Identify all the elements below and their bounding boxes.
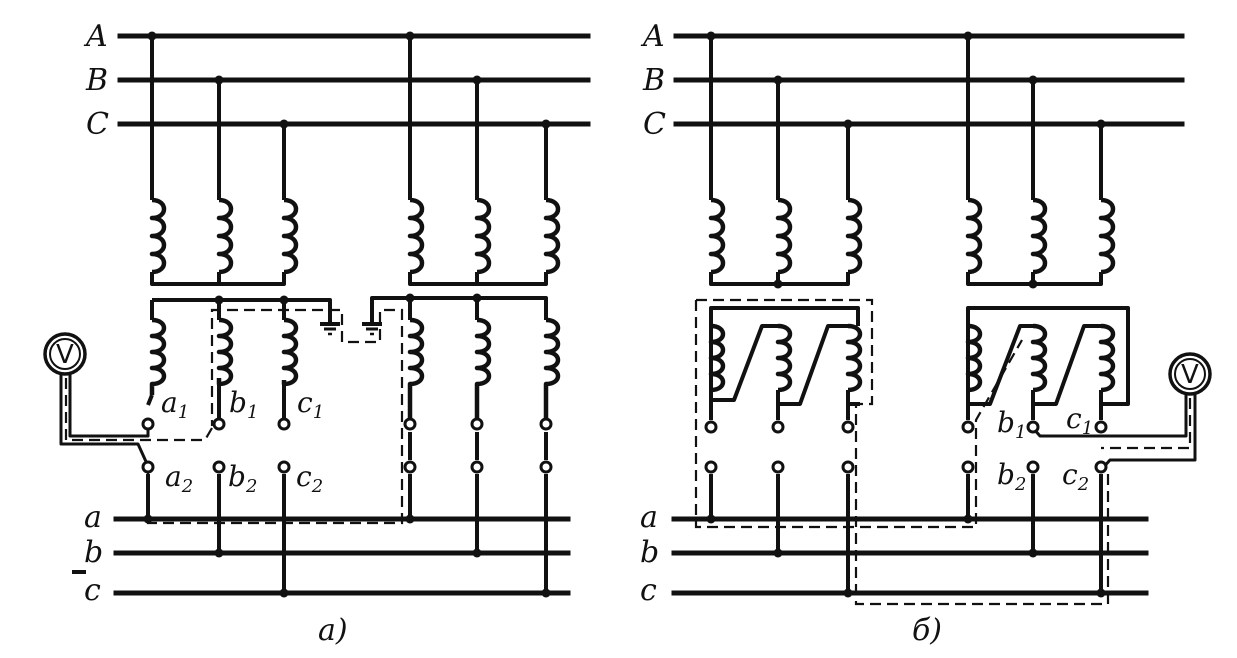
- label-a2: a2: [165, 460, 193, 497]
- voltmeter-label-b: V: [1181, 360, 1199, 390]
- label-c2-b: c2: [1062, 458, 1089, 495]
- transformer-2-primary: [407, 36, 561, 286]
- transformer-2-secondary: [362, 296, 561, 593]
- diagram-b: A B C a b c: [640, 19, 1212, 648]
- label-b1: b1: [229, 386, 258, 423]
- dashed-circuit-a: [146, 308, 404, 525]
- label-a1: a1: [161, 386, 189, 423]
- diagram-a: A B C a b c: [43, 19, 591, 648]
- transformer-1-primary: [149, 36, 299, 286]
- transformer-1-secondary-b: [708, 306, 863, 593]
- transformer-2-secondary-b: [965, 306, 1130, 593]
- dashed-circuit-b-1: [696, 298, 1110, 606]
- bus-label-C-b: C: [643, 107, 666, 142]
- transformer-1-primary-b: [708, 36, 863, 286]
- bus-label-b: b: [84, 535, 103, 570]
- bus-label-b-b: b: [640, 535, 659, 570]
- bus-label-c: c: [84, 573, 101, 608]
- junctions-b: [706, 31, 1106, 598]
- bus-label-A: A: [83, 19, 108, 54]
- voltmeter-label: V: [56, 340, 74, 370]
- bus-label-a: a: [84, 500, 102, 535]
- terminals-a: [141, 417, 553, 474]
- label-b1-b: b1: [997, 406, 1026, 443]
- bus-label-c-b: c: [640, 573, 657, 608]
- label-b2: b2: [228, 460, 257, 497]
- bus-label-A-b: A: [640, 19, 665, 54]
- caption-b: б): [912, 613, 942, 648]
- bus-label-C: C: [86, 107, 109, 142]
- label-c1-b: c1: [1066, 402, 1093, 439]
- bus-label-B: B: [85, 63, 108, 98]
- voltmeter-a: V: [43, 332, 213, 467]
- terminal-labels-a: a1 b1 c1 a2 b2 c2: [161, 386, 324, 497]
- bus-label-a-b: a: [640, 500, 658, 535]
- transformer-1-secondary: [146, 298, 340, 420]
- label-c2: c2: [296, 460, 323, 497]
- junctions-a: [143, 31, 551, 598]
- voltmeter-b: V: [1031, 352, 1212, 472]
- transformer-2-primary-b: [965, 36, 1116, 286]
- terminal-labels-b: b1 c1 b2 c2: [997, 402, 1093, 495]
- label-c1: c1: [297, 386, 324, 423]
- label-b2-b: b2: [997, 458, 1026, 495]
- terminals-b: [704, 420, 1108, 474]
- caption-a: а): [318, 613, 348, 648]
- bus-label-B-b: B: [642, 63, 665, 98]
